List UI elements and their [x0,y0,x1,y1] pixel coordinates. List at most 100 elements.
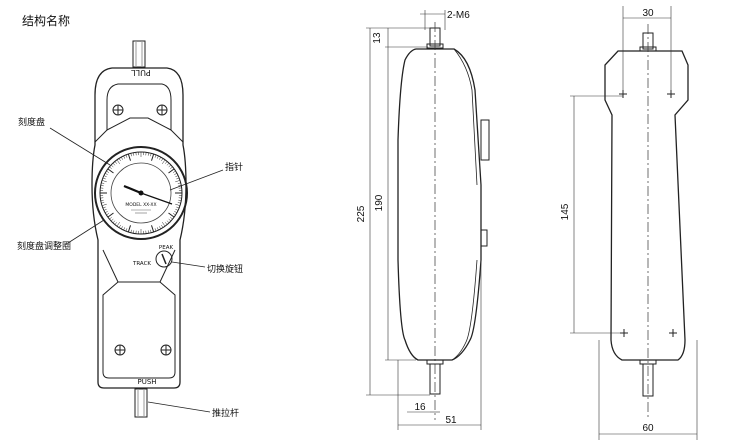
dial-tick [151,153,155,161]
dial-tick [168,164,172,168]
dial-tick [168,168,175,174]
dial-tick [112,162,116,166]
dim-depth: 51 [445,415,457,426]
dim-body-height: 190 [374,194,385,211]
dial-tick [102,177,106,180]
dial-tick [101,180,107,183]
track-label: TRACK [132,261,151,267]
dial-tick [161,224,164,228]
dial-tick [161,221,166,227]
dial-tick [175,175,179,178]
dial-tick [127,153,131,161]
dial-tick [100,199,104,201]
dial-tick [178,199,182,201]
dial-tick [175,203,181,206]
dial-adjust-ring[interactable] [94,146,188,240]
dial-ticks [100,152,182,234]
dial-tick [100,185,104,187]
back-body [604,50,689,361]
side-body [397,48,482,361]
dial-tick [102,206,106,209]
dial-tick [176,177,180,180]
callout-dial-adjust-ring: 刻度盘调整圈 [17,240,71,252]
back-view: 30 145 60 [560,6,698,440]
dial-tick [174,211,178,213]
dial-tick [116,159,121,165]
upper-panel [106,83,172,131]
dial-tick [156,155,159,159]
dial-tick [168,212,175,218]
pointer [123,184,142,195]
switch-knob[interactable] [155,250,173,268]
dial-tick [168,218,172,222]
dial-tick [121,156,123,160]
dial-tick [166,162,170,166]
dial-tick [156,227,159,231]
dim-total-height: 225 [356,205,367,222]
dial-tick [123,227,126,231]
dial-tick [101,202,105,204]
dial-tick [172,170,176,173]
diagram-title: 结构名称 [22,13,70,28]
dial-tick [109,217,112,220]
dial-tick [175,208,179,211]
dial-tick [159,226,161,230]
dial-tick [106,170,110,173]
screw-icon [160,344,172,356]
dial-tick [121,226,123,230]
screw-icon [112,104,124,116]
dim-hole-spacing-vertical: 145 [560,203,571,220]
dial-tick [166,220,170,224]
dial-tick [147,230,149,234]
push-pull-rod [134,388,148,418]
peak-label: PEAK [159,245,174,251]
lower-panel [102,281,176,379]
dial-tick [154,228,157,232]
dial-tick [130,153,132,157]
dial-tick [103,208,107,211]
dial-tick [106,213,110,216]
dial-tick [104,173,108,175]
dial-tick [154,154,157,158]
dial-tick [103,175,107,178]
dial-tick [165,161,168,164]
dial-tick [118,224,121,228]
callout-dial: 刻度盘 [18,116,45,128]
dial-tick [172,213,176,216]
pull-label: PULL [131,68,151,77]
callout-switch-knob: 切换旋钮 [207,263,243,275]
front-view: PULL MODEL XX-XX PEAK TRACK PUSH [91,40,188,418]
dial-tick [170,166,173,169]
model-text: MODEL XX-XX [125,202,156,208]
dial-tick [114,222,117,225]
dial-tick [125,228,128,232]
dial-tick [151,225,155,233]
callouts: 刻度盘 指针 刻度盘调整圈 切换旋钮 推拉杆 [17,116,243,419]
dim-thread: 2-M6 [447,10,470,21]
dial-tick [130,229,132,233]
dial-tick [116,221,121,227]
dim-width: 60 [642,423,654,434]
dial-tick [104,211,108,213]
dial-tick [107,212,114,218]
dial-tick [133,152,135,156]
dial-tick [176,206,180,209]
dial-tick [165,222,168,225]
dial-tick [150,153,152,157]
dial-tick [107,168,114,174]
dial-tick [147,152,149,156]
dial-tick [170,217,173,220]
top-rod [132,40,146,68]
push-label: PUSH [137,378,156,386]
dim-hole-spacing-top: 30 [642,8,654,19]
dial-tick [114,161,117,164]
callout-pointer: 指针 [225,161,243,173]
dial-tick [178,185,182,187]
side-view: 2-M6 13 190 225 16 51 [356,10,490,430]
dial-tick [161,158,164,162]
dial-tick [161,159,166,165]
screw-icon [156,104,168,116]
callout-push-pull-rod: 推拉杆 [212,407,239,419]
dim-rod-width: 16 [414,402,426,413]
dim-top-offset: 13 [372,32,383,44]
